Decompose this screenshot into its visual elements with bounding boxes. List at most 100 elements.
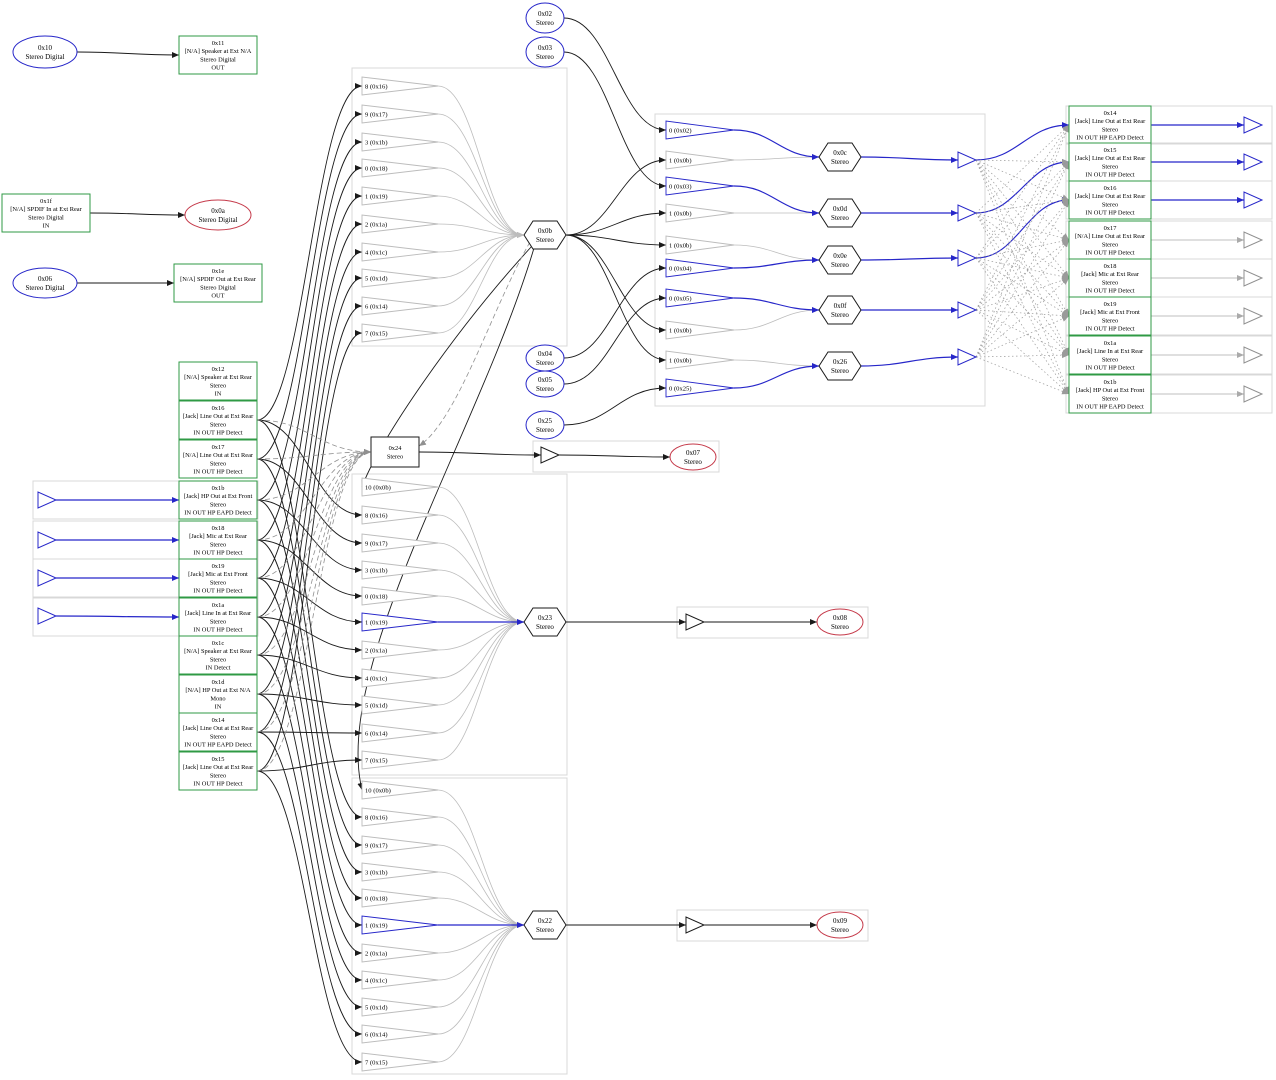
cluster-mixer-0x0b [351, 67, 568, 347]
node-s2_10: 10 (0x0b) [361, 477, 439, 497]
label: 10 (0x0b) [365, 787, 391, 794]
mixer-hexagon [818, 351, 862, 381]
label: 0 (0x03) [669, 183, 692, 190]
node-p15: 0x15[Jack] Line Out at Ext RearStereoIN … [178, 751, 258, 791]
amp-triangle-icon [37, 569, 58, 587]
label: 8 (0x16) [365, 512, 388, 519]
label: [N/A] Line Out at Ext Rear [183, 452, 254, 459]
edge-p19-s1_1 [256, 193, 363, 579]
label: 0 (0x02) [669, 127, 692, 134]
edge-c0d-q14 [975, 124, 1070, 214]
mux-input-shape [361, 780, 439, 800]
cluster-adc-0x09 [676, 909, 869, 942]
label: 4 (0x1c) [365, 977, 387, 984]
pin-box [178, 439, 258, 479]
edge-s3_3-h22 [437, 871, 525, 928]
edge-r9-h26 [733, 359, 820, 369]
node-s3_8: 8 (0x16) [361, 807, 439, 827]
edge-p1c-s1_4 [256, 249, 363, 656]
edge-s1_2-h0b [437, 223, 525, 238]
edge-c0d-q1a [975, 212, 1070, 356]
edge-c26-q1a [975, 352, 1070, 359]
label: [N/A] HP Out at Ext N/A [185, 687, 251, 694]
edge-s1_6-h0b [437, 232, 525, 307]
node-a1b [37, 491, 58, 509]
label: Stereo [536, 385, 554, 393]
node-a18 [37, 531, 58, 549]
label: [Jack] Line Out at Ext Rear [1075, 155, 1146, 162]
label: 0x19 [1104, 301, 1117, 308]
label: 0x05 [538, 376, 553, 384]
edge-c0c-q15 [975, 158, 1070, 165]
edge-p1c-n24 [256, 449, 372, 656]
edge-c0e-q15 [975, 161, 1070, 259]
mux-input-shape [361, 242, 439, 262]
mux-input-shape [361, 835, 439, 855]
edge-r8-h0f [733, 307, 820, 331]
mux-input-shape [361, 76, 439, 96]
edge-p14-s1_6 [256, 303, 363, 733]
mux-box [370, 436, 420, 468]
edge-p14-s2_6 [256, 729, 363, 736]
pin-box [1068, 105, 1152, 145]
edge-p17-s1_9 [256, 111, 363, 460]
node-o1b [1243, 385, 1264, 403]
amp-triangle-icon [37, 607, 58, 625]
label: 0x14 [1104, 110, 1118, 117]
amp-triangle-icon [957, 249, 978, 267]
label: IN OUT HP EAPD Detect [184, 741, 252, 748]
amp-triangle-icon [1243, 191, 1264, 209]
label: 0x26 [833, 358, 848, 366]
edge-s1_1-h0b [437, 195, 525, 238]
dac-ellipse [525, 36, 565, 68]
edge-c0c-q14 [975, 122, 1070, 161]
node-o15 [1243, 153, 1264, 171]
edge-h0e-c0e [860, 255, 959, 262]
label: Stereo [831, 623, 849, 631]
mux-input-shape [361, 104, 439, 124]
label: 0x25 [538, 417, 553, 425]
node-s1_1: 1 (0x19) [361, 186, 439, 206]
edge-c0c-q16 [975, 159, 1070, 201]
node-a09 [685, 916, 706, 934]
node-s2_9: 9 (0x17) [361, 533, 439, 553]
edge-s2_4-h23 [437, 619, 525, 679]
mux-input-shape [665, 320, 735, 340]
label: IN OUT HP Detect [193, 429, 242, 436]
amp-triangle-icon [685, 916, 706, 934]
label: IN OUT HP Detect [1085, 364, 1134, 371]
label: Stereo [536, 426, 554, 434]
edge-p18-n24 [256, 449, 372, 541]
mux-input-shape [361, 186, 439, 206]
edge-p1c-s3_4 [256, 654, 363, 983]
label: 0x0d [833, 205, 848, 213]
edge-c0e-q16 [975, 197, 1070, 259]
node-o17 [1243, 231, 1264, 249]
label: Stereo [536, 19, 554, 27]
label: Stereo [210, 501, 226, 508]
amp-triangle-icon [1243, 307, 1264, 325]
edge-p1a-n24 [256, 449, 372, 618]
node-s1_9: 9 (0x17) [361, 104, 439, 124]
node-r2: 1 (0x0b) [665, 150, 735, 170]
node-s2_0: 0 (0x18) [361, 586, 439, 606]
pin-box [178, 635, 258, 675]
amp-triangle-icon [37, 491, 58, 509]
edge-p18-s1_0 [256, 165, 363, 541]
label: 1 (0x19) [365, 922, 388, 929]
edge-p15-s1_7 [256, 330, 363, 772]
edge-s3_2-h22 [437, 922, 525, 954]
edge-p19-n24 [256, 449, 372, 579]
edge-n03-r3 [563, 51, 667, 189]
label: Stereo [387, 453, 403, 460]
pin-box [178, 674, 258, 714]
edge-p19-s3_1 [256, 577, 363, 928]
label: 0 (0x05) [669, 295, 692, 302]
mixer-hexagon [818, 142, 862, 172]
edge-c26-q1b [975, 356, 1070, 395]
